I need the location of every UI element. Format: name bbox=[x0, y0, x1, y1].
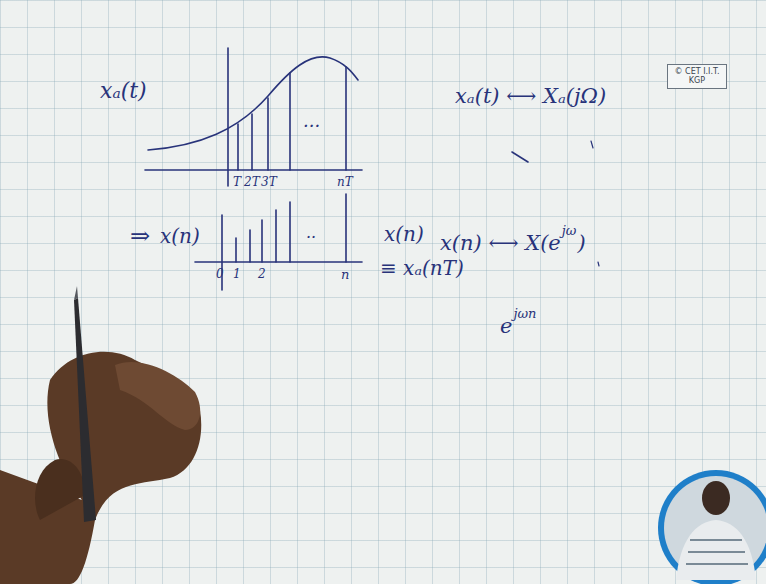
pen-stroke bbox=[512, 152, 528, 162]
handwritten-label: n bbox=[341, 268, 349, 281]
stem bbox=[249, 230, 251, 262]
sample-line bbox=[345, 67, 347, 170]
stem bbox=[261, 220, 263, 262]
handwritten-label: 2 bbox=[258, 268, 266, 280]
logo-box: © CET I.I.T. KGP bbox=[667, 64, 727, 89]
handwritten-label: ⇒ bbox=[130, 224, 150, 248]
logo-text: © CET I.I.T. KGP bbox=[671, 67, 723, 85]
handwritten-label: 3T bbox=[261, 176, 277, 188]
handwritten-label: x(n) ⟷ X(e bbox=[440, 233, 561, 254]
sample-line bbox=[237, 124, 239, 170]
index-axis bbox=[195, 261, 362, 263]
handwritten-label: nT bbox=[337, 176, 353, 188]
handwritten-label: .. bbox=[306, 225, 316, 241]
handwritten-label: e bbox=[500, 316, 512, 337]
sample-line bbox=[267, 98, 269, 170]
handwritten-label: x(n) bbox=[384, 224, 424, 244]
stem bbox=[289, 202, 291, 262]
handwritten-label: xₐ(t) ⟷ Xₐ(jΩ) bbox=[455, 86, 606, 107]
stem bbox=[235, 238, 237, 262]
sample-line bbox=[251, 114, 253, 170]
stem bbox=[275, 210, 277, 262]
handwritten-label: jω bbox=[562, 224, 577, 237]
handwritten-label: 0 bbox=[216, 268, 224, 280]
vertical-axis bbox=[227, 48, 229, 186]
pen-stroke bbox=[598, 262, 599, 266]
handwritten-label: xₐ(t) bbox=[100, 80, 147, 102]
sample-line bbox=[289, 73, 291, 170]
handwritten-label: jωn bbox=[513, 307, 536, 320]
presenter-video-inset bbox=[658, 470, 766, 584]
hand-with-pen bbox=[0, 286, 201, 584]
handwritten-label: 1 bbox=[233, 268, 241, 280]
handwritten-label: ... bbox=[303, 112, 320, 130]
handwritten-label: 2T bbox=[244, 176, 260, 188]
handwritten-label: ≡ xₐ(nT) bbox=[380, 258, 464, 278]
pen-stroke bbox=[591, 141, 593, 148]
handwritten-label: x(n) bbox=[160, 226, 200, 246]
time-axis bbox=[145, 169, 362, 171]
handwritten-label: T bbox=[233, 176, 241, 188]
stem bbox=[345, 194, 347, 262]
handwritten-label: ) bbox=[577, 233, 585, 254]
analog-curve bbox=[148, 57, 358, 150]
